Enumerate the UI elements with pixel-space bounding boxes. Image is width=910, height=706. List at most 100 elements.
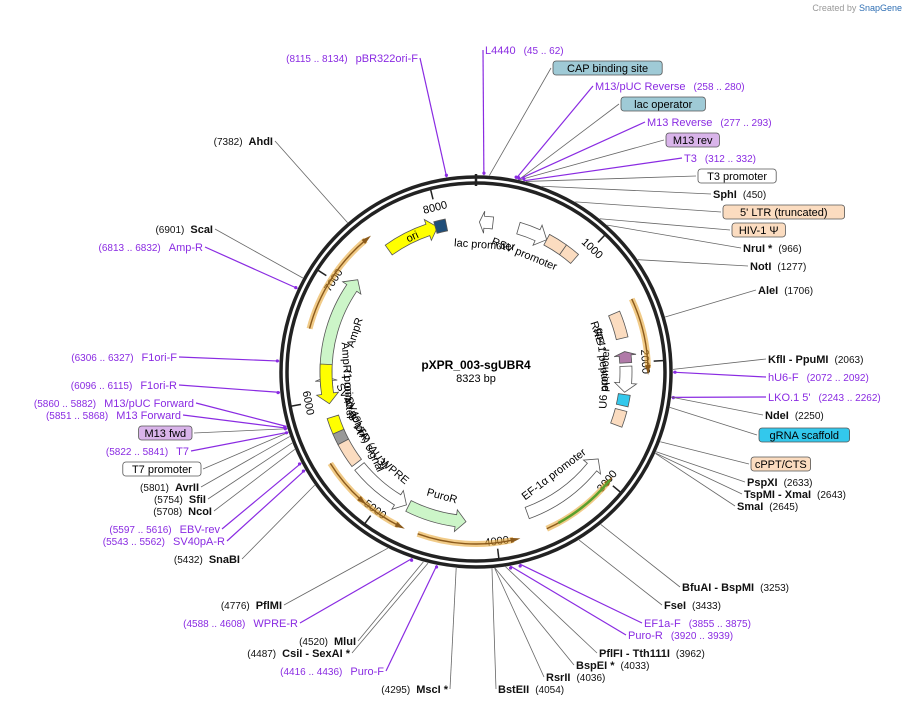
callout-line [178,356,280,362]
primer-mark [410,558,414,562]
callout-line [299,557,413,624]
enzyme-name: SfiI [189,494,206,506]
primer-range: (3920 .. 3939) [671,631,733,642]
enzyme-position: (5754) [154,495,183,506]
callout-line [600,524,681,588]
callout-label: T7 promoter [132,464,192,476]
primer-range: (45 .. 62) [524,46,564,57]
primer-mark [283,425,287,429]
enzyme-position: (4054) [535,685,564,696]
callout-line [190,431,289,452]
primer-mark [482,171,486,175]
callout-snabi: (5432)SnaBI [174,484,316,566]
feature-rre [608,310,629,341]
enzyme-text: PspXI(2633) [747,477,812,489]
enzyme-text: SphI(450) [713,189,766,201]
callout-line [505,566,598,654]
enzyme-text: NotI(1277) [750,261,806,273]
callout-nrui: NruI * (966) [607,224,802,255]
callout-line [518,103,620,181]
callout-pbr322ori-f: (8115 .. 8134)pBR322ori-F [286,53,448,178]
enzyme-position: (6901) [155,225,184,236]
feature-label-ampr-promoter: AmpR promoter [339,342,356,421]
enzyme-position: (966) [778,244,801,255]
primer-name: Puro-F [350,666,384,678]
enzyme-name: CsiI - SexAI * [282,648,351,660]
callout-f1ori-f: (6306 .. 6327)F1ori-F [71,352,280,364]
enzyme-name: PflMI [256,600,282,612]
enzyme-name: BspEI * [576,660,615,672]
primer-name: EF1a-F [644,618,681,630]
callout-line [195,402,287,428]
enzyme-name: MscI * [416,684,449,696]
enzyme-text: AleI(1706) [758,285,813,297]
primer-text: M13 Reverse(277 .. 293) [647,117,772,129]
enzyme-position: (5801) [140,483,169,494]
callout-line [655,452,743,495]
primer-text: M13/pUC Reverse(258 .. 280) [595,81,745,93]
enzyme-name: AleI [758,285,778,297]
orf-line [631,298,649,369]
plasmid-length: 8323 bp [456,373,496,385]
callout-label: lac operator [634,99,692,111]
primer-range: (5543 .. 5562) [103,537,165,548]
callout-line [494,567,575,666]
enzyme-position: (2250) [795,411,824,422]
callout-line [672,358,767,370]
callout-layer: L4440(45 .. 62)(8115 .. 8134)pBR322ori-F… [34,45,881,696]
feature-label-ori: ori [404,229,420,245]
callout-m13-reverse: M13 Reverse(277 .. 293) [516,117,772,181]
primer-range: (6306 .. 6327) [71,353,133,364]
feature-gp41-peptide [613,351,637,364]
feature-segment-19 [558,244,580,265]
enzyme-text: FseI(3433) [664,600,721,612]
callout-line [221,462,302,530]
callout-line [525,175,697,182]
callout-noti: NotI(1277) [637,259,806,273]
callout-box [122,461,202,477]
enzyme-position: (3962) [676,649,705,660]
enzyme-position: (4036) [576,673,605,684]
callout-line [660,441,750,465]
callout-alei: AleI(1706) [665,285,813,318]
primer-range: (5860 .. 5882) [34,399,96,410]
orf-arrowhead [357,496,367,505]
primer-text: (5860 .. 5882)M13/pUC Forward [34,398,194,410]
callout-ahdi: (7382)AhdI [214,136,348,223]
primer-range: (312 .. 332) [705,154,756,165]
enzyme-text: BfuAI - BspMI(3253) [682,582,789,594]
primer-range: (3855 .. 3875) [689,619,751,630]
primer-text: (5543 .. 5562)SV40pA-R [103,536,225,548]
enzyme-text: KflI - PpuMI(2063) [768,354,863,366]
orf-arrowhead [645,364,651,376]
callout-line [207,442,293,500]
primer-mark [434,565,439,569]
tick-mark [597,233,607,243]
callout-box [138,425,193,441]
enzyme-text: (6901)ScaI [155,224,213,236]
feature-ef-1-promoter [524,458,602,520]
enzyme-position: (4776) [221,601,250,612]
enzyme-name: SnaBI [209,554,240,566]
callout-line [655,453,736,507]
enzyme-text: NdeI(2250) [765,410,824,422]
primer-name: M13/pUC Reverse [595,81,685,93]
enzyme-name: NruI * [743,243,773,255]
callout-line [578,539,663,606]
callout-line [671,396,764,416]
primer-mark [276,390,280,395]
enzyme-name: RsrII [546,672,570,684]
plasmid-name: pXPR_003-sgUBR4 [421,358,531,372]
callout-wpre-r: (4588 .. 4608)WPRE-R [183,557,414,630]
feature-3-ltr-u3 [337,438,363,468]
callout-rsrii: RsrII (4036) [494,567,605,684]
enzyme-position: (5708) [153,507,182,518]
callout-fsei: FseI(3433) [578,539,721,612]
feature-label-u6-promoter: U6 promoter [597,347,612,409]
primer-text: Puro-R(3920 .. 3939) [628,630,733,642]
primer-range: (5822 .. 5841) [106,447,168,458]
credit-prefix: Created by [812,3,857,13]
callout-m13-puc-forward: (5860 .. 5882)M13/pUC Forward [34,398,287,429]
callout-kfli-ppumi: KflI - PpuMI(2063) [672,354,863,370]
callout-line [419,57,448,178]
